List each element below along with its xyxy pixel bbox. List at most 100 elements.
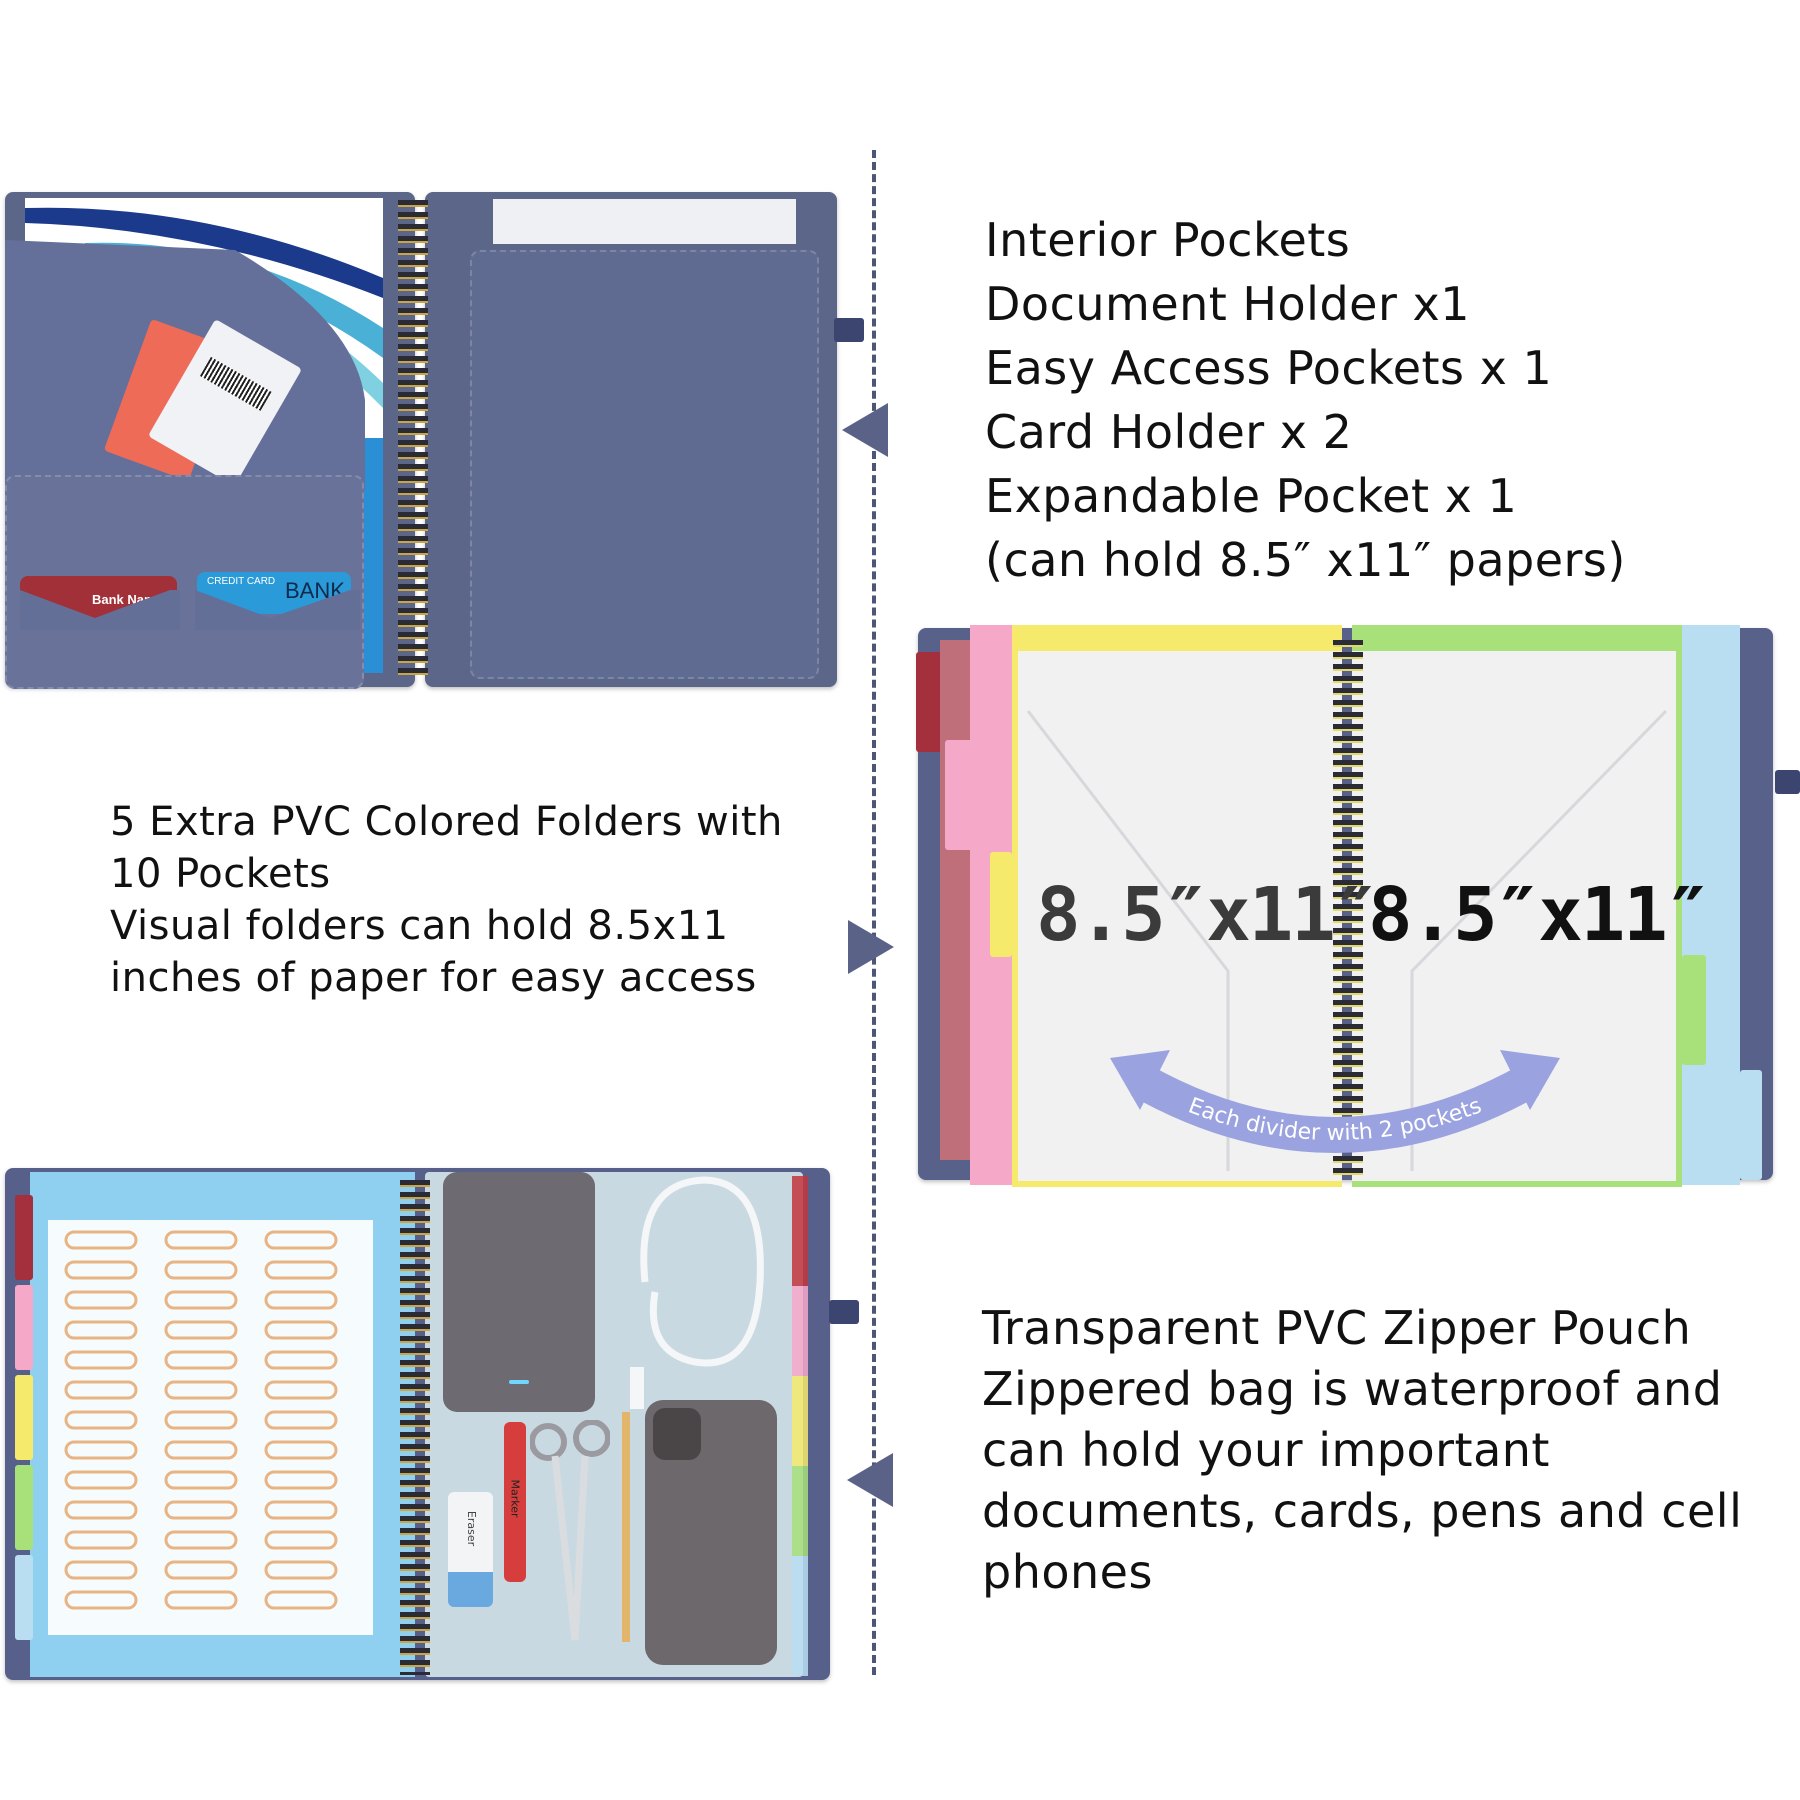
pouch-line: can hold your important bbox=[982, 1423, 1550, 1477]
colored-folders-text: 5 Extra PVC Colored Folders with 10 Pock… bbox=[110, 796, 783, 1004]
folder-edge-blue bbox=[1682, 625, 1740, 1185]
strap-tab bbox=[1775, 770, 1800, 794]
tab-pink bbox=[15, 1285, 33, 1370]
interior-line: Card Holder x 2 bbox=[985, 405, 1353, 459]
tab-yellow bbox=[990, 852, 1012, 957]
label-outline bbox=[164, 1260, 238, 1280]
label-outline bbox=[264, 1230, 338, 1250]
marker: Marker bbox=[504, 1422, 526, 1582]
tab-pink bbox=[945, 740, 973, 850]
tab-green bbox=[15, 1465, 33, 1550]
tab-blue bbox=[15, 1555, 33, 1640]
eraser-label: Eraser bbox=[465, 1510, 479, 1547]
spiral-binding bbox=[1333, 640, 1363, 1175]
card-pocket-flap bbox=[20, 590, 360, 630]
camera-icon bbox=[653, 1408, 701, 1460]
label-outline bbox=[264, 1470, 338, 1490]
label-grid bbox=[64, 1230, 338, 1610]
interior-pockets-text: Interior Pockets Document Holder x1 Easy… bbox=[985, 208, 1626, 592]
label-outline bbox=[64, 1260, 138, 1280]
divider-arrow-graphic: Each divider with 2 pockets bbox=[1110, 1050, 1560, 1153]
zipper-tabs bbox=[792, 1176, 808, 1676]
label-outline bbox=[64, 1290, 138, 1310]
label-outline bbox=[264, 1530, 338, 1550]
label-outline bbox=[64, 1470, 138, 1490]
label-sheet bbox=[48, 1220, 373, 1635]
label-outline bbox=[264, 1290, 338, 1310]
pocket-fold-lines bbox=[1410, 709, 1668, 1171]
label-outline bbox=[164, 1410, 238, 1430]
interior-line: Expandable Pocket x 1 bbox=[985, 469, 1518, 523]
folders-line: inches of paper for easy access bbox=[110, 955, 757, 1001]
label-outline bbox=[164, 1500, 238, 1520]
label-outline bbox=[64, 1230, 138, 1250]
tab-yellow bbox=[15, 1375, 33, 1460]
folders-line: 5 Extra PVC Colored Folders with bbox=[110, 799, 783, 845]
label-outline bbox=[64, 1410, 138, 1430]
label-outline bbox=[164, 1470, 238, 1490]
strap-tab bbox=[829, 1300, 859, 1324]
label-outline bbox=[264, 1500, 338, 1520]
spiral-binding bbox=[400, 1180, 430, 1675]
pencil bbox=[622, 1412, 630, 1642]
label-outline bbox=[164, 1560, 238, 1580]
label-outline bbox=[264, 1590, 338, 1610]
tab-blue bbox=[1740, 1070, 1762, 1180]
label-outline bbox=[264, 1320, 338, 1340]
label-outline bbox=[264, 1350, 338, 1370]
label-outline bbox=[164, 1440, 238, 1460]
right-inner-pocket bbox=[470, 250, 819, 679]
spiral-binding bbox=[398, 200, 428, 680]
dashed-divider-line bbox=[872, 150, 876, 1675]
scissors-icon bbox=[530, 1420, 610, 1641]
barcode-icon bbox=[199, 356, 272, 411]
credit-card-label: CREDIT CARD bbox=[207, 576, 276, 587]
label-outline bbox=[64, 1380, 138, 1400]
arrowhead-left-icon bbox=[1110, 1050, 1170, 1110]
paper-sheet bbox=[493, 199, 796, 244]
label-outline bbox=[64, 1590, 138, 1610]
pouch-line: Zippered bag is waterproof and bbox=[982, 1362, 1723, 1416]
label-outline bbox=[164, 1290, 238, 1310]
label-outline bbox=[164, 1320, 238, 1340]
label-outline bbox=[64, 1560, 138, 1580]
label-outline bbox=[64, 1320, 138, 1340]
dimension-label-left: 8.5″x11″ bbox=[1036, 872, 1378, 958]
led-indicator bbox=[509, 1380, 529, 1384]
folders-line: 10 Pockets bbox=[110, 851, 331, 897]
label-outline bbox=[264, 1410, 338, 1430]
label-outline bbox=[264, 1380, 338, 1400]
label-outline bbox=[164, 1230, 238, 1250]
pointer-right-icon bbox=[848, 920, 894, 974]
power-bank bbox=[443, 1172, 595, 1412]
interior-line: (can hold 8.5″ x11″ papers) bbox=[985, 533, 1626, 587]
arrowhead-right-icon bbox=[1500, 1050, 1560, 1110]
label-outline bbox=[164, 1380, 238, 1400]
interior-line: Interior Pockets bbox=[985, 213, 1351, 267]
label-outline bbox=[164, 1590, 238, 1610]
label-outline bbox=[64, 1530, 138, 1550]
pouch-line: Transparent PVC Zipper Pouch bbox=[982, 1301, 1692, 1355]
label-outline bbox=[264, 1560, 338, 1580]
tab-red bbox=[15, 1195, 33, 1280]
tab-green bbox=[1682, 955, 1706, 1065]
eraser: Eraser bbox=[448, 1492, 493, 1607]
pointer-left-icon bbox=[842, 403, 888, 457]
cell-phone bbox=[645, 1400, 777, 1665]
label-outline bbox=[264, 1440, 338, 1460]
label-outline bbox=[164, 1530, 238, 1550]
zipper-pouch-text: Transparent PVC Zipper Pouch Zippered ba… bbox=[982, 1298, 1742, 1603]
label-outline bbox=[64, 1500, 138, 1520]
pouch-line: phones bbox=[982, 1545, 1153, 1599]
folder-edge-red bbox=[940, 640, 970, 1160]
pointer-left-icon bbox=[847, 1453, 893, 1507]
strap-tab bbox=[834, 318, 864, 342]
dimension-label-right: 8.5″x11″ bbox=[1368, 872, 1710, 958]
usb-cable bbox=[630, 1176, 764, 1409]
label-outline bbox=[64, 1440, 138, 1460]
label-outline bbox=[164, 1350, 238, 1370]
pouch-line: documents, cards, pens and cell bbox=[982, 1484, 1743, 1538]
marker-label: Marker bbox=[508, 1479, 522, 1518]
interior-line: Easy Access Pockets x 1 bbox=[985, 341, 1553, 395]
label-outline bbox=[64, 1350, 138, 1370]
